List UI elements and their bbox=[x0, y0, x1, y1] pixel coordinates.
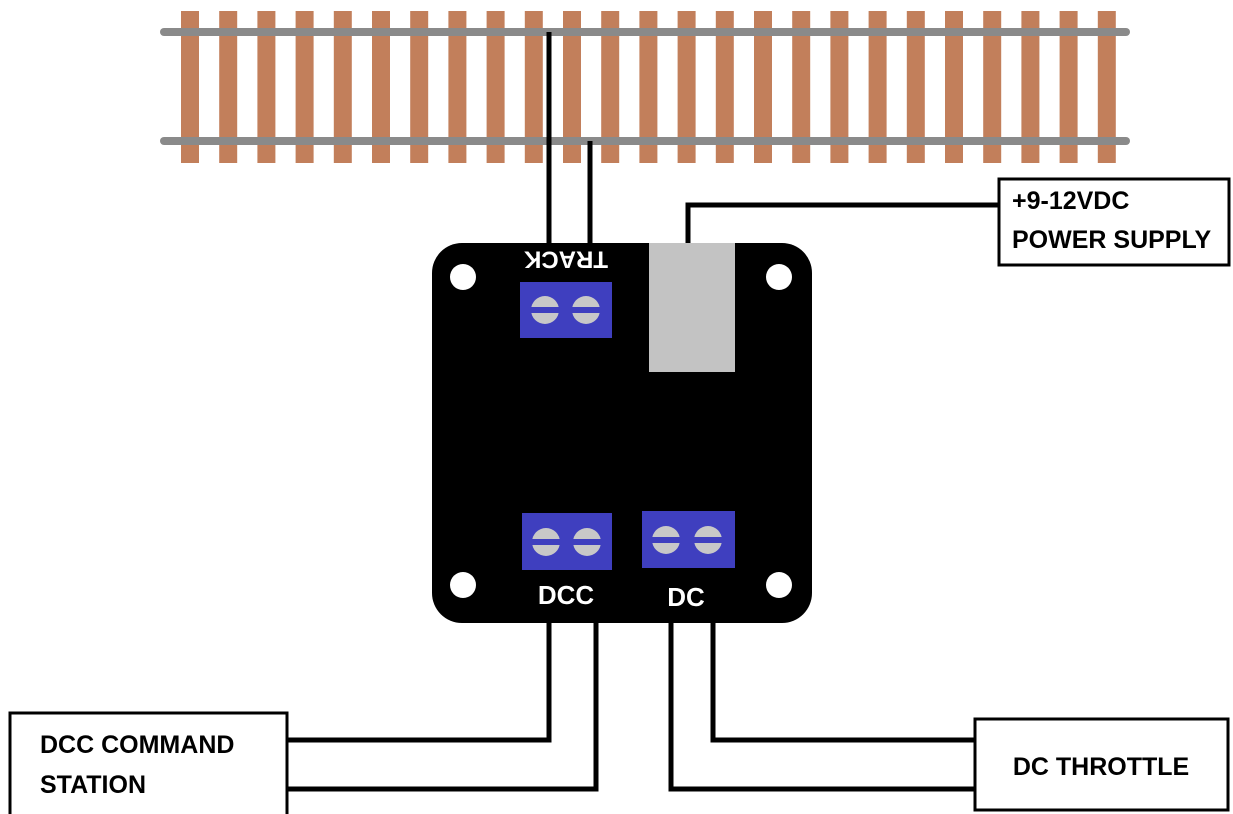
power-supply-line1: +9-12VDC bbox=[1012, 187, 1129, 215]
screw bbox=[694, 526, 722, 554]
track-tie bbox=[1021, 11, 1040, 163]
mounting-hole-bottom-right bbox=[766, 572, 792, 598]
dcc-label: DCC bbox=[538, 580, 595, 610]
track-tie bbox=[257, 11, 276, 163]
track-tie bbox=[486, 11, 505, 163]
track-tie bbox=[219, 11, 238, 163]
track-tie bbox=[1059, 11, 1078, 163]
track-ties bbox=[181, 11, 1116, 163]
lower-rail bbox=[160, 137, 1130, 145]
track-tie bbox=[983, 11, 1002, 163]
power-supply-line2: POWER SUPPLY bbox=[1012, 226, 1211, 254]
dcc-terminal-block bbox=[522, 513, 612, 570]
dcc-wire-2 bbox=[288, 622, 599, 792]
command-station-line2: STATION bbox=[40, 771, 146, 799]
dc-throttle-box: DC THROTTLE bbox=[973, 717, 1230, 812]
upper-rail bbox=[160, 28, 1130, 36]
track-tie bbox=[906, 11, 925, 163]
track-tie bbox=[715, 11, 734, 163]
track-tie bbox=[601, 11, 620, 163]
power-supply-box: +9-12VDC POWER SUPPLY bbox=[997, 177, 1231, 267]
track-tie bbox=[830, 11, 849, 163]
track-tie bbox=[333, 11, 352, 163]
mounting-hole-top-right bbox=[766, 264, 792, 290]
track-tie bbox=[868, 11, 887, 163]
track-tie bbox=[639, 11, 658, 163]
track-tie bbox=[563, 11, 581, 163]
track-tie bbox=[677, 11, 696, 163]
screw bbox=[572, 296, 600, 324]
dc-throttle-label: DC THROTTLE bbox=[1013, 753, 1189, 781]
track-tie bbox=[295, 11, 314, 163]
board-body bbox=[432, 243, 812, 623]
track-tie bbox=[181, 11, 199, 163]
track-tie bbox=[792, 11, 811, 163]
track-tie bbox=[410, 11, 429, 163]
command-station-line1: DCC COMMAND bbox=[40, 731, 234, 759]
dc-terminal-block bbox=[642, 511, 735, 568]
track-tie bbox=[945, 11, 963, 163]
dc-label: DC bbox=[667, 582, 705, 612]
mounting-hole-top-left bbox=[450, 264, 476, 290]
screw bbox=[532, 528, 560, 556]
command-station-box: DCC COMMAND STATION bbox=[8, 711, 289, 814]
track-terminal-block bbox=[520, 282, 612, 338]
track-tie bbox=[448, 11, 467, 163]
circuit-board: TRACK DCC DC bbox=[432, 243, 812, 623]
track-tie bbox=[524, 11, 543, 163]
power-wire bbox=[685, 202, 1000, 245]
track-tie bbox=[372, 11, 390, 163]
track-tie bbox=[1097, 11, 1116, 163]
track-tie bbox=[754, 11, 772, 163]
screw bbox=[573, 528, 601, 556]
track-section bbox=[160, 11, 1130, 163]
dc-wire-1 bbox=[668, 622, 975, 792]
track-label: TRACK bbox=[523, 246, 608, 273]
power-connector bbox=[649, 243, 735, 372]
dcc-wire-1 bbox=[288, 622, 552, 743]
wires bbox=[288, 32, 1000, 792]
screw bbox=[652, 526, 680, 554]
dc-wire-2 bbox=[710, 622, 975, 743]
mounting-hole-bottom-left bbox=[450, 572, 476, 598]
screw bbox=[531, 296, 559, 324]
